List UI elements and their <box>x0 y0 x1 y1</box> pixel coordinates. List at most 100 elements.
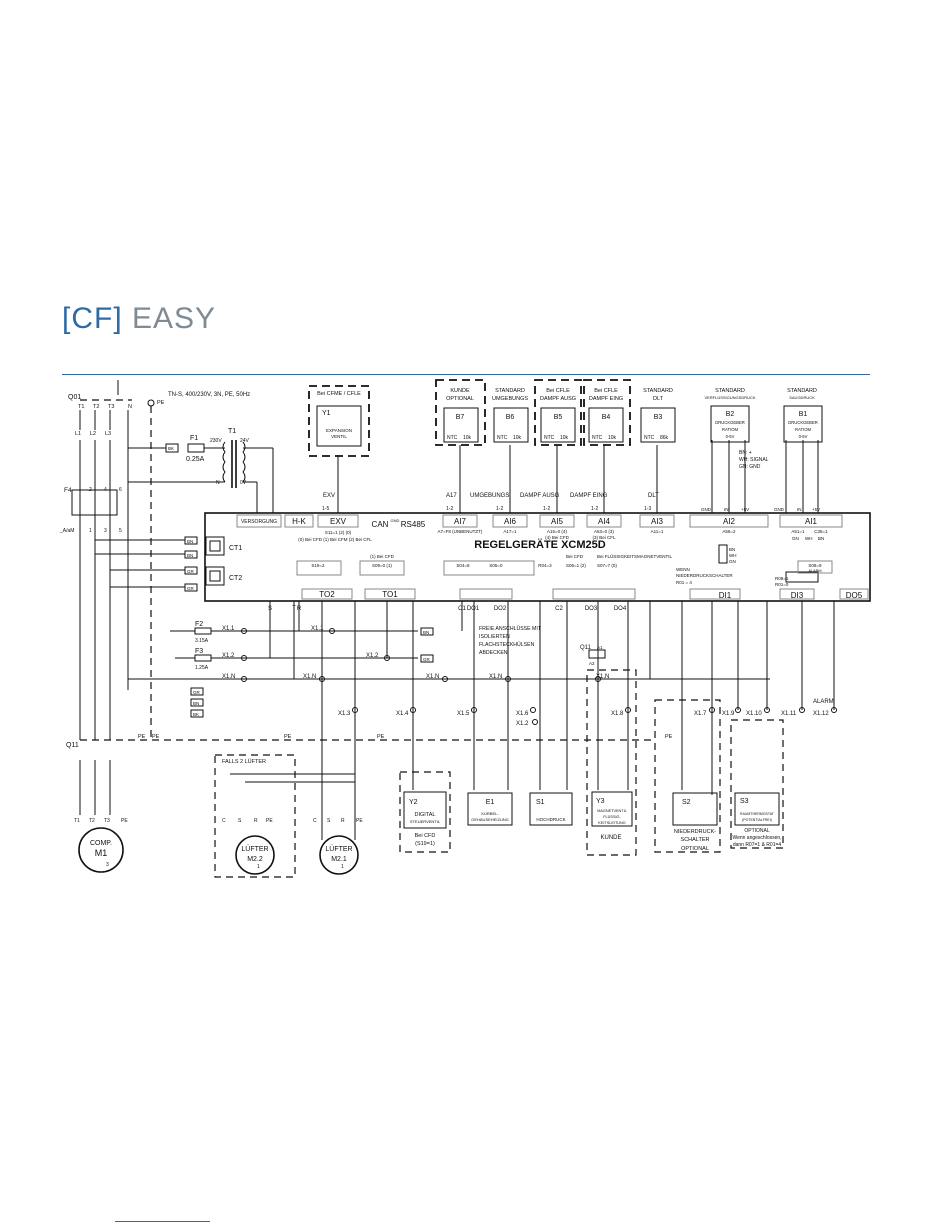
brand-cf: CF <box>71 302 114 335</box>
pe-label-2: PE <box>152 734 160 740</box>
s2-l3: OPTIONAL <box>681 846 709 852</box>
comp-phase: 3 <box>106 862 109 868</box>
m21-s: S <box>327 818 331 824</box>
freie-l4: ABDECKEN <box>479 650 508 656</box>
supply-t3: T3 <box>108 404 114 410</box>
supply-l3: L3 <box>105 431 111 437</box>
ct1-label: CT1 <box>229 545 242 552</box>
ai7-note: A7=F8 (UNBENUTZT) <box>438 529 483 534</box>
term-x1n-b: X1.N <box>303 674 316 680</box>
ai6-label: AI6 <box>504 517 517 526</box>
b4-range: 1-2 <box>591 506 598 512</box>
s3-l1: RAUMTHERMOSTAT <box>740 812 775 816</box>
f4-t5: 5 <box>119 528 122 534</box>
term-do3: DO3 <box>585 606 598 612</box>
y3-liquid-valve: Y3 MAGNETVENTIL FLÜSSIG- KEITSLEITUNG KU… <box>586 669 637 856</box>
supply-l2: L2 <box>90 431 96 437</box>
b1-l2: RATIOM <box>795 427 811 432</box>
b6-ntc: NTC <box>497 435 508 441</box>
t1-vin: 230V <box>210 438 222 444</box>
b2-l3: 0-5V <box>726 434 735 439</box>
r04-note: R04=3 <box>538 563 552 568</box>
s1-l1: HOCHDRUCK <box>536 817 565 822</box>
b6-head1: STANDARD <box>495 388 525 394</box>
y2-l2: STEUERVENTIL <box>410 819 441 824</box>
term-x18: X1.8 <box>611 711 624 717</box>
s2-low-pressure: S2 NIEDERDRUCK- SCHALTER OPTIONAL <box>654 699 721 853</box>
pe-label-1: PE <box>138 734 146 740</box>
b6-wire: UMGEBUNGS <box>470 493 509 499</box>
b2-id: B2 <box>726 411 735 418</box>
can-label: CAN <box>372 520 389 529</box>
b5-id: B5 <box>554 414 563 421</box>
sensor-b2: STANDARD VERFLÜSSIGUNGSDRUCK B2 DRUCKGEB… <box>701 388 769 512</box>
b2-pin-5v: +5V <box>741 507 749 512</box>
term-x19: X1.9 <box>722 711 735 717</box>
b2-legend-gn: GN: GND <box>739 464 761 470</box>
b1-pin-in: IN <box>797 507 802 512</box>
exv-note: S11=1 (2) (0) <box>325 530 352 535</box>
ai5-note: A15=0 (4) <box>547 529 567 534</box>
jumper-legend: BN WH GN <box>718 544 819 583</box>
m22-s: S <box>238 818 242 824</box>
s09-note: S09=0 (1) <box>372 563 392 568</box>
m21-l2: M2.1 <box>331 856 347 863</box>
s06-note: S06=1 (2) <box>566 563 586 568</box>
b1-l1: DRUCKGEBER <box>788 420 818 425</box>
b1-pin-gnd: GND <box>774 507 785 512</box>
freie-l3: FLACHSTECKHÜLSEN <box>479 641 535 648</box>
ai4-note: A53=0 (3) <box>594 529 614 534</box>
y1-expansion-valve: Bei CFME / CFLE Y1 EXPANSION VENTIL EXV … <box>308 385 370 512</box>
ai5-label: AI5 <box>551 517 564 526</box>
b7-range: 1-2 <box>446 506 453 512</box>
b2-l2: RATIOM <box>722 427 738 432</box>
f3-label: F3 <box>195 648 203 655</box>
b3-id: B3 <box>654 414 663 421</box>
t1-0v: 0V <box>240 480 247 486</box>
ai4-label: AI4 <box>598 517 611 526</box>
phase-lines <box>79 410 175 815</box>
y2-note1: Bei CFD <box>415 833 436 839</box>
f2-value: 3.15A <box>195 638 209 644</box>
term-x1n-a: X1.N <box>222 674 235 680</box>
ai1-label: AI1 <box>805 517 818 526</box>
b1-head2: SAUGDRUCK <box>789 395 815 400</box>
m21-pe: PE <box>356 818 363 824</box>
b3-head1: STANDARD <box>643 388 673 394</box>
q11-coil <box>588 649 606 659</box>
exv-note2: (0) Bei CFD (1) Bei CFM (2) Bei CFL <box>298 537 372 542</box>
y3-l2: FLÜSSIG- <box>603 815 621 819</box>
s3-room-thermostat: S3 RAUMTHERMOSTAT (POTENTIALFREI) OPTION… <box>730 719 784 849</box>
fan-group-title: FALLS 2 LÜFTER <box>222 758 266 765</box>
s07-note: S07=7 (0) <box>597 563 617 568</box>
output-wires <box>269 601 835 840</box>
s2-id: S2 <box>682 799 691 806</box>
di1-label: DI1 <box>719 591 732 600</box>
s2-l1: NIEDERDRUCK- <box>674 829 716 835</box>
b7-val: 10k <box>463 435 472 441</box>
b1-head1: STANDARD <box>787 388 817 394</box>
tag-bn-x11: BN <box>423 630 429 635</box>
b7-wire: A17 <box>446 493 457 499</box>
q11-a2: A2 <box>589 661 595 666</box>
term-x1n-d: X1.N <box>489 674 502 680</box>
s2-l2: SCHALTER <box>681 837 710 843</box>
s04-note: S04=8 <box>456 563 470 568</box>
s3-l5: dann R07=1 & R01=4 <box>733 842 782 848</box>
nieder-note: NIEDERDRUCKSCHALTER <box>676 573 733 578</box>
term-x13: X1.3 <box>338 711 351 717</box>
b6-range: 1-2 <box>496 506 503 512</box>
r01b-note: R01=0 <box>775 582 789 587</box>
term-x1n-e: X1.N <box>596 674 609 680</box>
ai2-label: AI2 <box>723 517 736 526</box>
b2-legend-bn: BN: + <box>739 450 752 456</box>
b3-wire: DLT <box>648 493 659 499</box>
supply-spec: TN-S, 400/230V, 3N, PE, 50Hz <box>168 392 250 398</box>
ct2-label: CT2 <box>229 575 242 582</box>
y1-wire: EXV <box>323 493 335 499</box>
b1-id: B1 <box>799 411 808 418</box>
y1-id: Y1 <box>322 410 331 417</box>
f4-rating: _A/aM <box>59 528 74 534</box>
tag-bk-f1: BK <box>168 446 174 451</box>
